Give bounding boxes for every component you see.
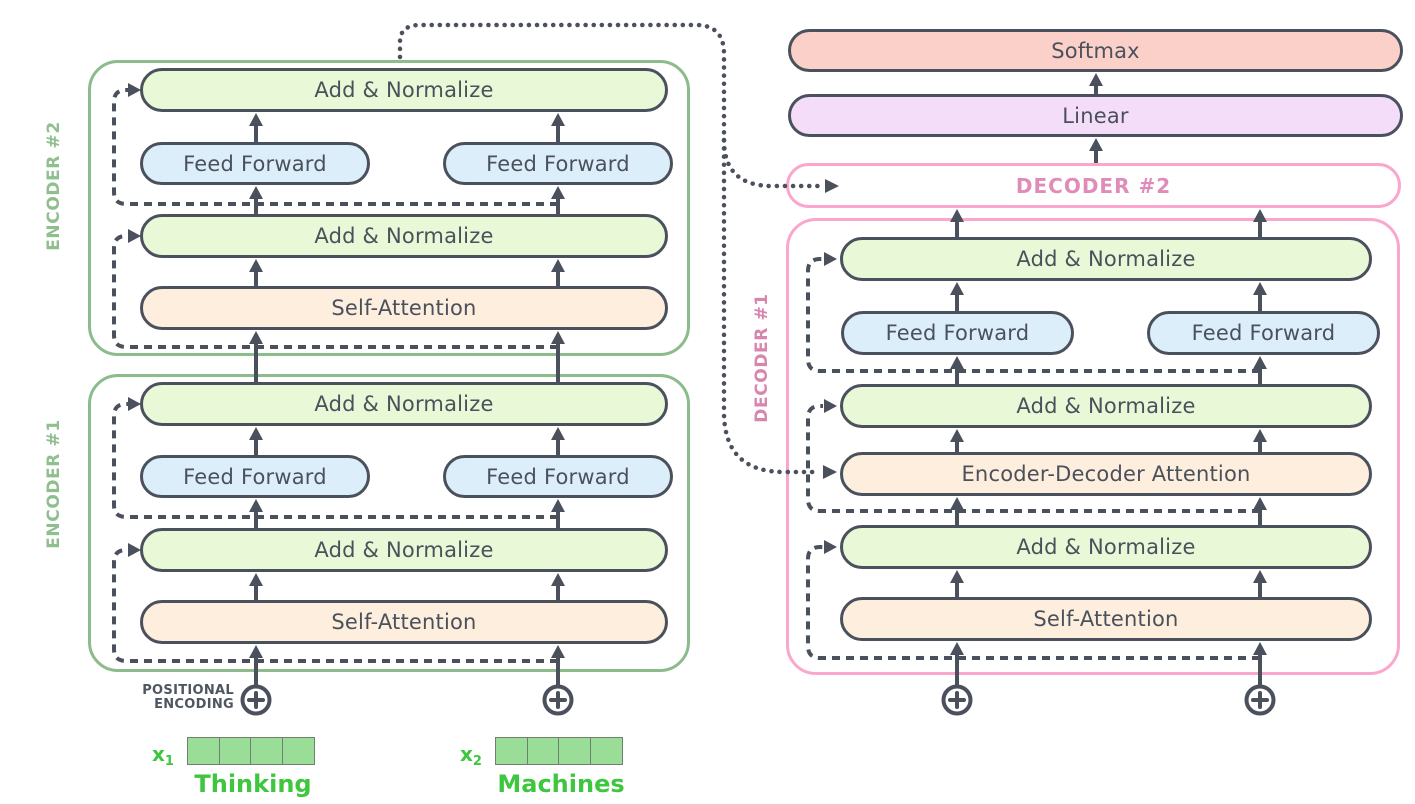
layer-label: Add & Normalize — [314, 224, 494, 248]
encoder2-stack-label: ENCODER #2 — [44, 121, 64, 251]
positional-encoding-label: POSITIONAL ENCODING — [108, 684, 234, 712]
x2-variable-label: x2 — [460, 742, 482, 769]
layer-label: Add & Normalize — [314, 538, 494, 562]
embedding-cell — [250, 737, 283, 765]
decoder1-feedforward-right: Feed Forward — [1147, 311, 1380, 355]
embedding-cell — [526, 737, 560, 765]
layer-label: Add & Normalize — [1016, 535, 1196, 559]
layer-label: Feed Forward — [885, 321, 1030, 345]
encoder1-addnorm-top: Add & Normalize — [140, 382, 668, 426]
decoder1-addnorm-mid: Add & Normalize — [840, 384, 1372, 428]
embedding-cell — [495, 737, 528, 765]
layer-label: Encoder-Decoder Attention — [961, 462, 1251, 486]
token2-label: Machines — [497, 770, 625, 798]
plus-circle-icon — [542, 684, 574, 716]
embedding-cell — [558, 737, 591, 765]
plus-circle-icon — [941, 684, 973, 716]
encoder1-addnorm-bottom: Add & Normalize — [140, 528, 668, 572]
layer-label: Self-Attention — [331, 296, 477, 320]
encoder1-stack-label: ENCODER #1 — [44, 419, 64, 549]
layer-label: Feed Forward — [1191, 321, 1336, 345]
layer-label: Feed Forward — [486, 151, 630, 176]
token1-label: Thinking — [194, 770, 312, 798]
positional-encoding-line1: POSITIONAL — [142, 683, 234, 698]
encoder2-addnorm-bottom: Add & Normalize — [140, 214, 668, 258]
layer-label: Feed Forward — [183, 151, 327, 176]
layer-label: Add & Normalize — [314, 392, 494, 416]
encoder2-feedforward-right: Feed Forward — [443, 142, 673, 185]
x2-embedding-vector — [495, 737, 623, 765]
decoder1-stack-label: DECODER #1 — [752, 293, 772, 423]
layer-label: Self-Attention — [331, 610, 477, 634]
layer-label: Add & Normalize — [314, 78, 494, 102]
x2-subscript: 2 — [472, 754, 482, 769]
decoder1-selfattention: Self-Attention — [840, 597, 1372, 641]
decoder1-addnorm-bottom: Add & Normalize — [840, 525, 1372, 569]
encoder2-addnorm-top: Add & Normalize — [140, 68, 668, 112]
layer-label: Self-Attention — [1033, 607, 1179, 631]
embedding-cell — [187, 737, 220, 765]
x1-var: x — [152, 742, 165, 766]
encoder2-selfattention: Self-Attention — [140, 286, 668, 330]
layer-label: Feed Forward — [183, 464, 327, 489]
decoder1-encdec-attention: Encoder-Decoder Attention — [840, 452, 1372, 496]
encoder1-feedforward-right: Feed Forward — [443, 455, 673, 498]
x1-variable-label: x1 — [152, 742, 174, 769]
decoder2-label: DECODER #2 — [1015, 173, 1172, 198]
layer-label: Add & Normalize — [1016, 394, 1196, 418]
encoder1-feedforward-left: Feed Forward — [140, 455, 370, 498]
plus-circle-icon — [1244, 684, 1276, 716]
x2-var: x — [460, 742, 473, 766]
positional-encoding-line2: ENCODING — [154, 697, 234, 712]
layer-label: Feed Forward — [486, 464, 630, 489]
embedding-cell — [589, 737, 623, 765]
x1-embedding-vector — [187, 737, 315, 765]
linear-label: Linear — [1062, 103, 1129, 128]
encoder1-selfattention: Self-Attention — [140, 600, 668, 644]
decoder1-addnorm-top: Add & Normalize — [840, 237, 1372, 281]
layer-label: Add & Normalize — [1016, 247, 1196, 271]
decoder2-collapsed: DECODER #2 — [786, 163, 1401, 208]
softmax-label: Softmax — [1051, 38, 1140, 63]
embedding-cell — [218, 737, 252, 765]
softmax-layer: Softmax — [788, 29, 1403, 72]
x1-subscript: 1 — [164, 754, 174, 769]
embedding-cell — [281, 737, 315, 765]
plus-circle-icons — [240, 684, 1276, 716]
plus-circle-icon — [240, 684, 272, 716]
encoder2-feedforward-left: Feed Forward — [140, 142, 370, 185]
decoder1-feedforward-left: Feed Forward — [841, 311, 1074, 355]
linear-layer: Linear — [788, 94, 1403, 137]
